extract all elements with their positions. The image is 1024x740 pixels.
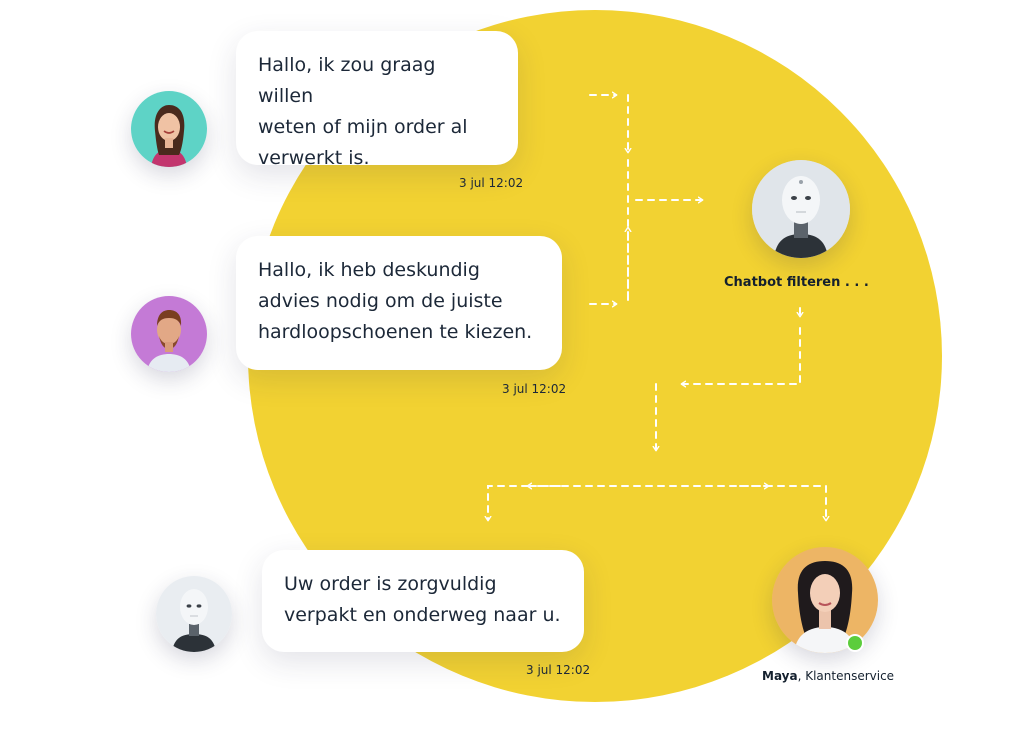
customer-avatar-woman (131, 91, 207, 167)
message-time-1: 3 jul 12:02 (459, 176, 524, 190)
message-time-2: 3 jul 12:02 (502, 382, 567, 396)
chatbot-label: Chatbot filteren . . . (724, 275, 869, 290)
agent-label: Maya, Klantenservice (762, 669, 894, 683)
message-text-1: Hallo, ik zou graag willen weten of mijn… (258, 54, 468, 169)
message-time-3: 3 jul 12:02 (526, 663, 591, 677)
chatbot-avatar (752, 160, 850, 258)
connector-left-end (484, 485, 529, 522)
message-bubble-1: Hallo, ik zou graag willen weten of mijn… (236, 31, 518, 169)
customer-avatar-man (131, 296, 207, 372)
connector-chatbot-return (680, 327, 801, 388)
online-status-indicator (846, 634, 864, 652)
message-bubble-3: Uw order is zorgvuldig verpakt en onderw… (262, 550, 584, 652)
agent-name: Maya (762, 669, 798, 683)
agent-role: , Klantenservice (797, 669, 895, 683)
message-text-2: Hallo, ik heb deskundig advies nodig om … (258, 259, 533, 343)
message-bubble-2: Hallo, ik heb deskundig advies nodig om … (236, 236, 562, 370)
message-text-3: Uw order is zorgvuldig verpakt en onderw… (284, 573, 561, 626)
bot-reply-avatar (156, 576, 232, 652)
agent-avatar (772, 547, 878, 653)
